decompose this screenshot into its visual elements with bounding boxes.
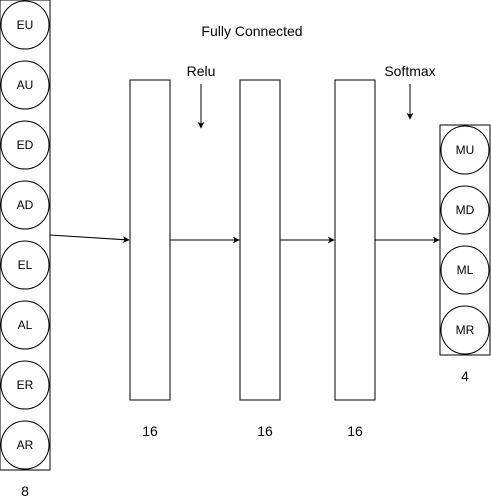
hidden-layer-2-size: 16 bbox=[257, 423, 273, 439]
input-node-au bbox=[0, 60, 50, 110]
input-node-label: AL bbox=[18, 318, 33, 332]
hidden-layer-3 bbox=[334, 79, 376, 401]
input-node-label: AD bbox=[17, 198, 34, 212]
output-node-mu bbox=[440, 125, 490, 175]
input-to-hidden1-arrow bbox=[49, 234, 130, 244]
input-node-er bbox=[0, 360, 50, 410]
relu-label: Relu bbox=[187, 63, 216, 79]
input-node-eu bbox=[0, 0, 50, 50]
output-layer-size: 4 bbox=[461, 368, 469, 384]
input-node-label: EU bbox=[17, 18, 34, 32]
output-node-md bbox=[440, 185, 490, 235]
input-node-ed bbox=[0, 120, 50, 170]
hidden-layer-1 bbox=[129, 79, 171, 401]
hidden-layer-3-size: 16 bbox=[347, 423, 363, 439]
input-node-el bbox=[0, 240, 50, 290]
output-node-label: MU bbox=[456, 143, 475, 157]
input-node-ad bbox=[0, 180, 50, 230]
output-node-mr bbox=[440, 305, 490, 355]
softmax-label: Softmax bbox=[384, 63, 435, 79]
input-node-al bbox=[0, 300, 50, 350]
input-node-ar bbox=[0, 420, 50, 470]
output-node-label: ML bbox=[457, 263, 474, 277]
output-node-label: MR bbox=[456, 323, 475, 337]
hidden-layer-1-size: 16 bbox=[142, 423, 158, 439]
hidden-layer-2 bbox=[239, 79, 281, 401]
input-nodes: EU AU ED AD EL AL ER AR bbox=[0, 0, 50, 470]
input-layer-size: 8 bbox=[21, 483, 29, 499]
input-node-label: AU bbox=[17, 78, 34, 92]
input-node-label: EL bbox=[18, 258, 33, 272]
diagram-title: Fully Connected bbox=[201, 23, 302, 39]
output-node-ml bbox=[440, 245, 490, 295]
output-nodes: MU MD ML MR bbox=[440, 125, 490, 355]
input-node-label: ED bbox=[17, 138, 34, 152]
input-node-label: AR bbox=[17, 438, 34, 452]
output-node-label: MD bbox=[456, 203, 475, 217]
input-node-label: ER bbox=[17, 378, 34, 392]
